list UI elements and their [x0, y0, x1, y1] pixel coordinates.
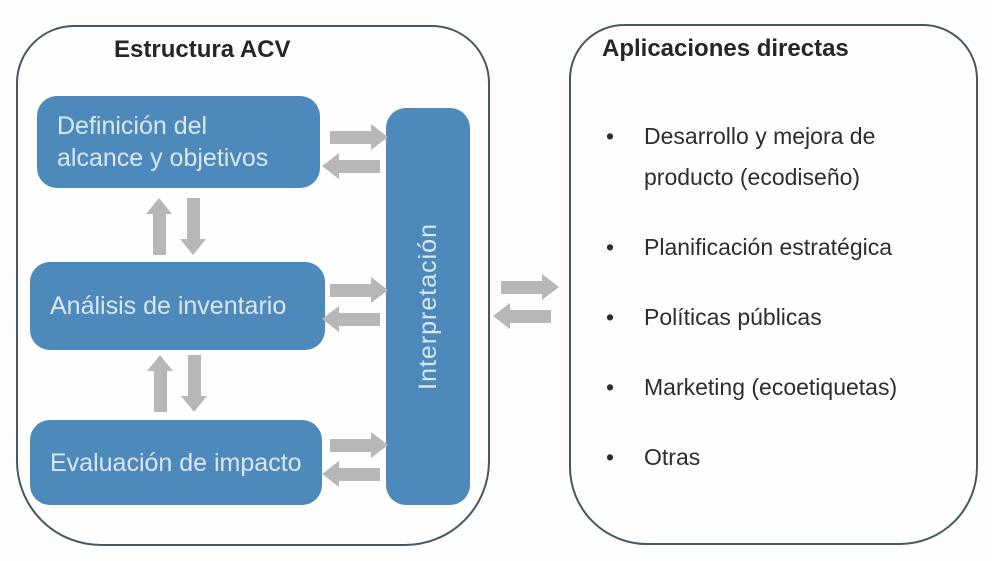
- bidirectional-arrow-analisis-evaluacion: [146, 355, 208, 412]
- arrow-right-icon: [501, 274, 559, 300]
- arrow-down-icon: [179, 198, 207, 255]
- bullet-icon: •: [606, 123, 615, 149]
- bullet-icon: •: [606, 374, 615, 400]
- arrow-up-icon: [146, 355, 174, 412]
- aplicaciones-list: • Desarrollo y mejora de producto (ecodi…: [606, 116, 962, 507]
- arrow-right-icon: [330, 432, 388, 458]
- arrow-down-icon: [180, 355, 208, 412]
- arrow-up-icon: [145, 198, 173, 255]
- arrow-left-icon: [322, 153, 380, 179]
- list-item-text: Políticas públicas: [644, 304, 822, 330]
- arrow-left-icon: [322, 461, 380, 487]
- arrow-left-icon: [322, 306, 380, 332]
- definicion-alcance-objetivos-box: Definición del alcance y objetivos: [37, 96, 320, 188]
- box-label-line: Definición del: [57, 112, 208, 140]
- aplicaciones-directas-title: Aplicaciones directas: [602, 35, 849, 62]
- aplicaciones-directas-panel: [569, 24, 978, 545]
- bullet-icon: •: [606, 304, 615, 330]
- list-item: • Planificación estratégica: [606, 227, 962, 268]
- arrow-right-icon: [330, 124, 388, 150]
- interpretacion-box: Interpretación: [386, 108, 470, 505]
- list-item-text: Otras: [644, 444, 701, 470]
- bidirectional-arrow-definicion-interpretacion: [322, 124, 388, 179]
- box-label-line: Análisis de inventario: [50, 292, 287, 320]
- bidirectional-arrow-definicion-analisis: [145, 198, 207, 255]
- bidirectional-arrow-evaluacion-interpretacion: [322, 432, 388, 487]
- bidirectional-arrow-analisis-interpretacion: [322, 277, 388, 332]
- list-item: • Otras: [606, 437, 962, 478]
- estructura-acv-title: Estructura ACV: [114, 36, 291, 63]
- list-item: • Desarrollo y mejora de producto (ecodi…: [606, 116, 962, 198]
- bidirectional-arrow-estructura-aplicaciones: [493, 274, 559, 329]
- interpretacion-label: Interpretación: [413, 223, 442, 390]
- list-item-text: Planificación estratégica: [644, 234, 893, 260]
- list-item: • Marketing (ecoetiquetas): [606, 367, 962, 408]
- bullet-icon: •: [606, 444, 615, 470]
- list-item-text: Desarrollo y mejora de producto (ecodise…: [644, 123, 876, 190]
- bullet-icon: •: [606, 234, 615, 260]
- box-label-line: Evaluación de impacto: [50, 448, 302, 477]
- evaluacion-impacto-box: Evaluación de impacto: [30, 420, 322, 505]
- list-item: • Políticas públicas: [606, 297, 962, 338]
- arrow-right-icon: [330, 277, 388, 303]
- analisis-inventario-box: Análisis de inventario: [30, 262, 325, 350]
- box-label-line: alcance y objetivos: [57, 144, 269, 172]
- arrow-left-icon: [493, 303, 551, 329]
- list-item-text: Marketing (ecoetiquetas): [644, 374, 898, 400]
